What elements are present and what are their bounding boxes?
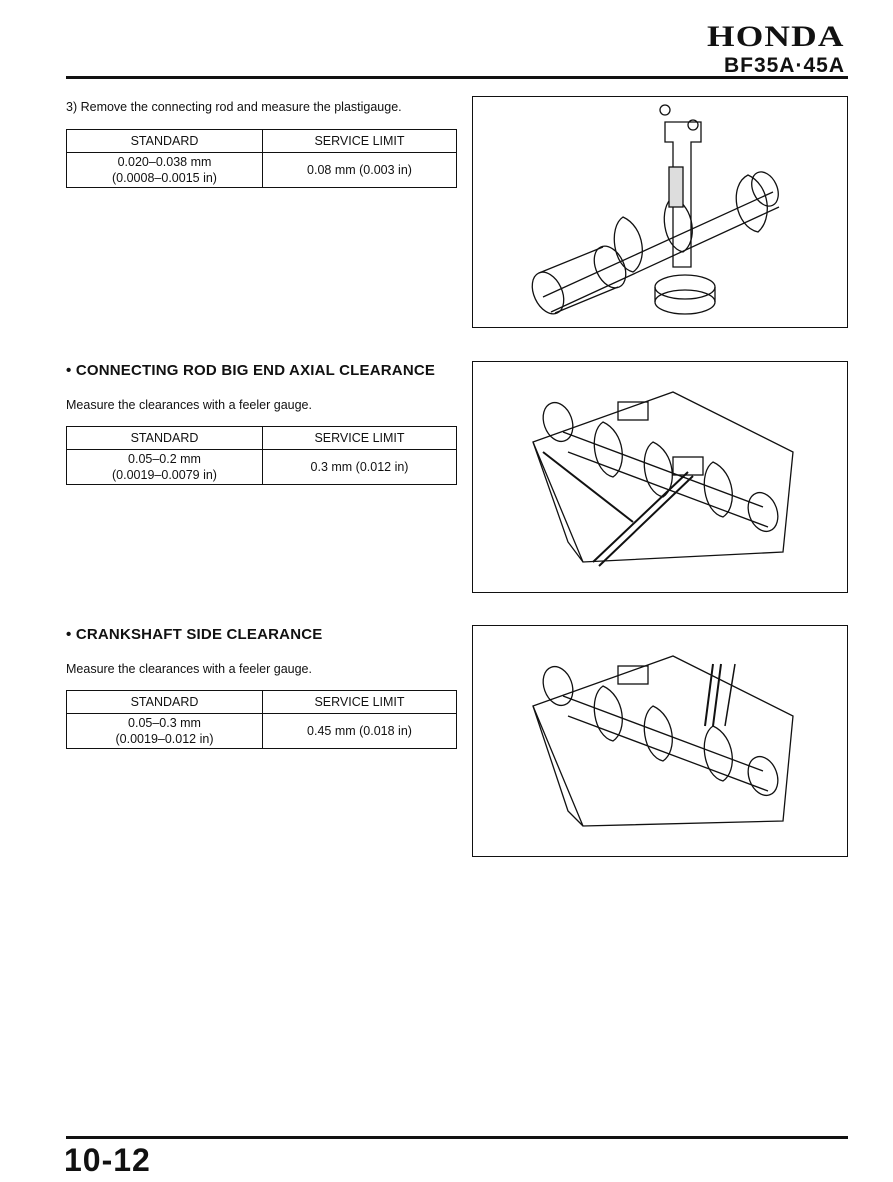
spec-table-crank-side: STANDARD SERVICE LIMIT 0.05–0.3 mm(0.001… bbox=[66, 690, 457, 749]
spec-table-plastigauge: STANDARD SERVICE LIMIT 0.020–0.038 mm(0.… bbox=[66, 129, 457, 188]
standard-value: 0.05–0.2 mm(0.0019–0.0079 in) bbox=[66, 449, 263, 485]
model-name: BF35A·45A bbox=[723, 54, 845, 77]
crankshaft-plastigauge-illustration-icon bbox=[531, 104, 780, 315]
section-heading: • CRANKSHAFT SIDE CLEARANCE bbox=[66, 626, 323, 643]
service-limit-value: 0.3 mm (0.012 in) bbox=[262, 449, 457, 485]
service-limit-value: 0.45 mm (0.018 in) bbox=[262, 713, 457, 749]
section-heading: • CONNECTING ROD BIG END AXIAL CLEARANCE bbox=[66, 362, 436, 379]
col-service-limit-header: SERVICE LIMIT bbox=[262, 426, 457, 450]
service-limit-value: 0.08 mm (0.003 in) bbox=[262, 152, 457, 188]
figure-rod-axial bbox=[472, 361, 848, 593]
connecting-rod-feeler-gauge-illustration-icon bbox=[532, 391, 794, 567]
spec-table-rod-axial: STANDARD SERVICE LIMIT 0.05–0.2 mm(0.001… bbox=[66, 426, 457, 485]
header-rule bbox=[66, 76, 848, 79]
standard-value: 0.020–0.038 mm(0.0008–0.0015 in) bbox=[66, 152, 263, 188]
figure-crank-side bbox=[472, 625, 848, 857]
step-instruction: 3) Remove the connecting rod and measure… bbox=[66, 100, 402, 114]
footer-rule bbox=[66, 1136, 848, 1139]
col-standard-header: STANDARD bbox=[66, 129, 263, 153]
step-instruction: Measure the clearances with a feeler gau… bbox=[66, 398, 312, 412]
col-service-limit-header: SERVICE LIMIT bbox=[262, 129, 457, 153]
col-service-limit-header: SERVICE LIMIT bbox=[262, 690, 457, 714]
step-instruction: Measure the clearances with a feeler gau… bbox=[66, 662, 312, 676]
col-standard-header: STANDARD bbox=[66, 426, 263, 450]
standard-value: 0.05–0.3 mm(0.0019–0.012 in) bbox=[66, 713, 263, 749]
page-number: 10-12 bbox=[64, 1142, 151, 1178]
col-standard-header: STANDARD bbox=[66, 690, 263, 714]
figure-plastigauge bbox=[472, 96, 848, 328]
crankshaft-side-feeler-gauge-illustration-icon bbox=[532, 655, 794, 827]
brand-logo: HONDA bbox=[707, 20, 845, 53]
